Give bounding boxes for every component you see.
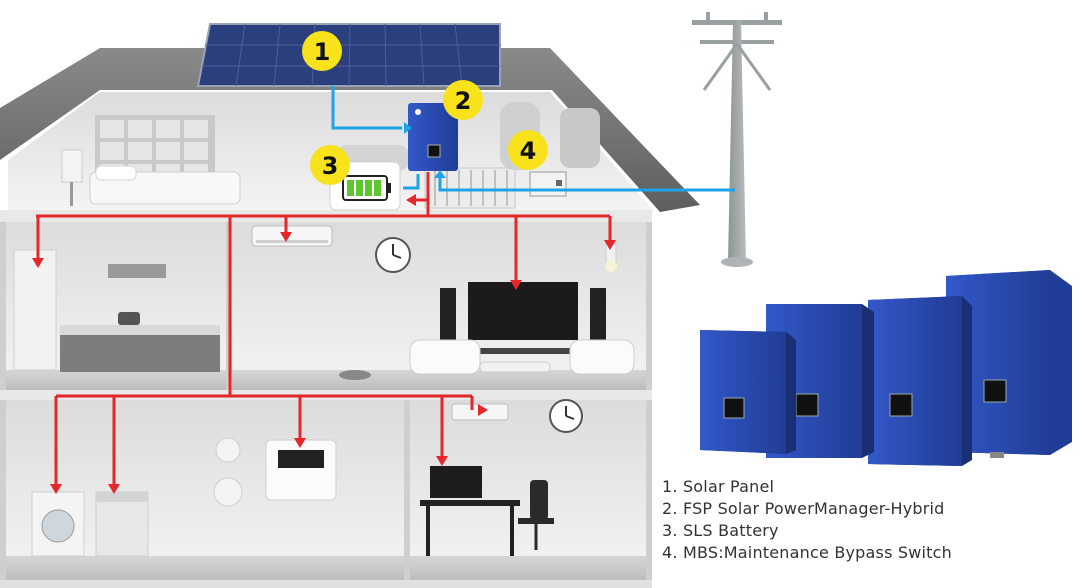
legend-item-solar-panel: 1. Solar Panel	[662, 476, 952, 498]
counter	[60, 325, 220, 335]
smoke-detector	[216, 438, 240, 462]
marker-3: 3	[310, 145, 350, 185]
inverter-unit-1	[700, 330, 796, 454]
fridge	[14, 250, 56, 370]
cabinets	[60, 335, 220, 372]
kitchen-floor	[6, 370, 226, 390]
marker-4: 4	[508, 130, 548, 170]
air-conditioner-living	[252, 226, 332, 246]
laundry-floor	[6, 556, 404, 580]
solar-panel	[198, 24, 500, 86]
marker-1: 1	[302, 31, 342, 71]
wall-clock-office	[550, 400, 582, 432]
dishwasher	[96, 492, 148, 556]
marker-1-number: 1	[314, 38, 331, 66]
pot	[118, 312, 140, 325]
washing-machine	[32, 492, 84, 556]
round-sensor	[214, 478, 242, 506]
marker-4-number: 4	[520, 137, 537, 165]
wall-clock-living	[376, 238, 410, 272]
utility-pole	[692, 12, 782, 267]
range-hood	[108, 264, 166, 278]
office-floor	[410, 556, 646, 580]
legend-item-inverter: 2. FSP Solar PowerManager-Hybrid	[662, 498, 952, 520]
inverter-lineup	[700, 270, 1072, 466]
robot-vacuum	[339, 370, 371, 380]
thermostat-panel	[266, 440, 336, 500]
marker-2: 2	[443, 80, 483, 120]
mbs-switch-box	[530, 172, 566, 196]
inverter-unit-3	[868, 296, 972, 466]
legend: 1. Solar Panel 2. FSP Solar PowerManager…	[662, 476, 952, 564]
slab-ground	[0, 580, 652, 588]
bed	[90, 166, 240, 204]
marker-2-number: 2	[455, 87, 472, 115]
marker-3-number: 3	[322, 152, 339, 180]
legend-item-battery: 3. SLS Battery	[662, 520, 952, 542]
legend-item-mbs: 4. MBS:Maintenance Bypass Switch	[662, 542, 952, 564]
